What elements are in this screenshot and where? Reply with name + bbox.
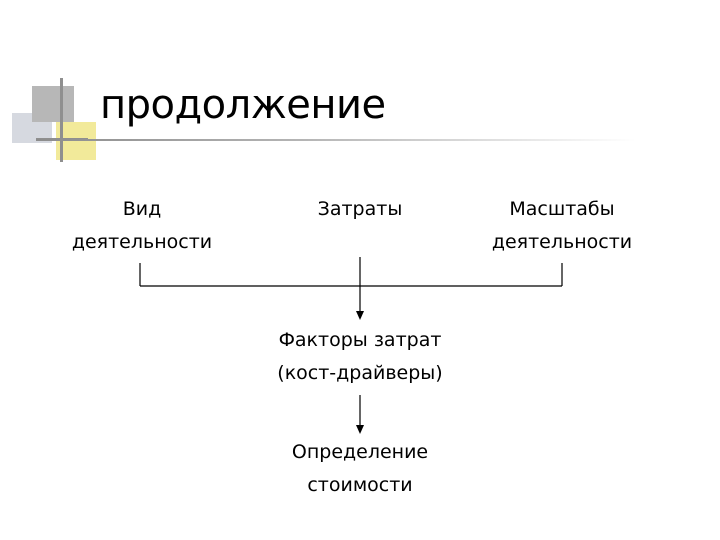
node-activity-type: Вид деятельности: [52, 193, 232, 259]
arrowhead-to-cost-determination: [356, 425, 364, 434]
node-cost-factors-line-1: Факторы затрат: [278, 329, 442, 351]
title-underline: [36, 139, 636, 141]
node-costs: Затраты: [270, 193, 450, 226]
node-activity-type-line-1: Вид: [122, 198, 162, 220]
node-costs-line-1: Затраты: [317, 198, 403, 220]
node-cost-factors-line-2: (кост-драйверы): [277, 362, 443, 384]
arrowhead-to-cost-factors: [356, 311, 364, 320]
node-cost-determination: Определение стоимости: [270, 436, 450, 502]
node-activity-scale: Масштабы деятельности: [472, 193, 652, 259]
node-cost-determination-line-2: стоимости: [307, 474, 413, 496]
slide-title: продолжение: [100, 82, 386, 128]
decorative-square-gray: [32, 86, 74, 122]
node-cost-factors: Факторы затрат (кост-драйверы): [240, 324, 480, 390]
node-cost-determination-line-1: Определение: [291, 441, 429, 463]
node-activity-type-line-2: деятельности: [71, 231, 213, 253]
node-activity-scale-line-2: деятельности: [491, 231, 633, 253]
decorative-vertical-line: [60, 78, 63, 162]
node-activity-scale-line-1: Масштабы: [509, 198, 615, 220]
